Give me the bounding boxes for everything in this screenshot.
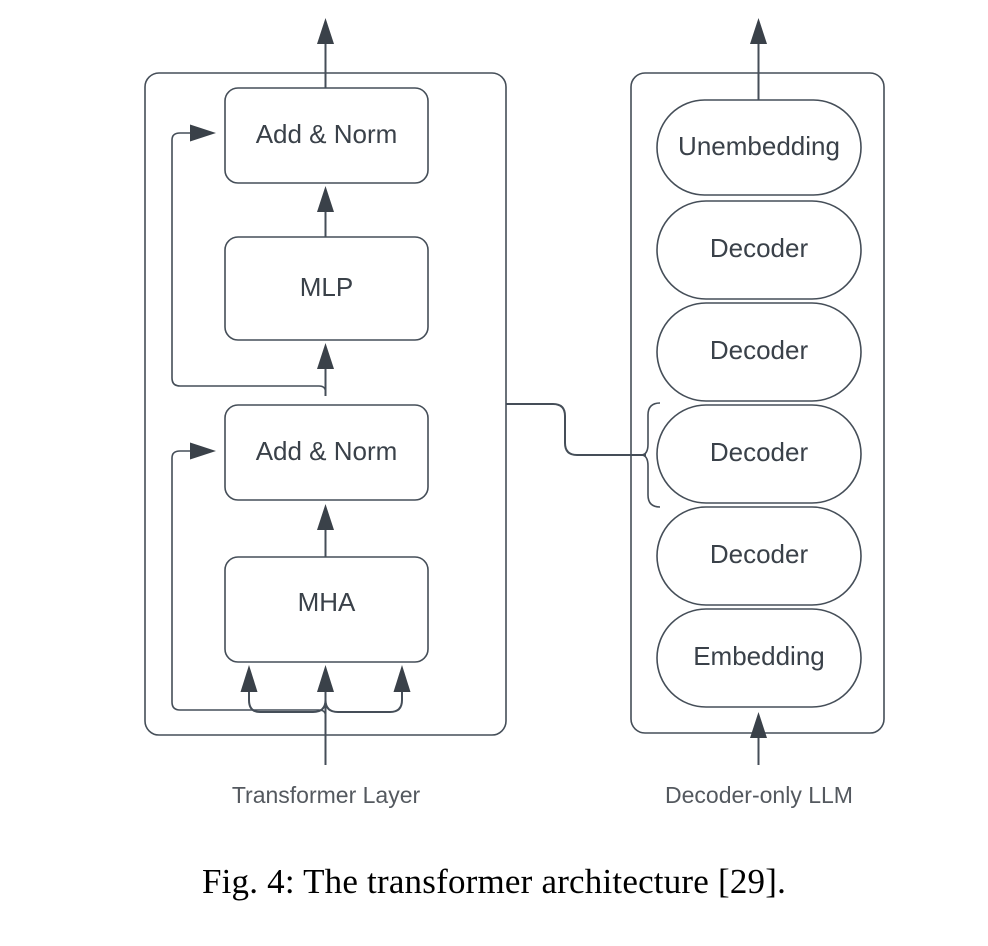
decoder-1-pill	[656, 506, 862, 606]
transformer-output-arrow	[317, 18, 334, 88]
block-embedding: Embedding	[656, 608, 862, 708]
add-norm-top-label: Add & Norm	[256, 119, 398, 149]
figure-caption: Fig. 4: The transformer architecture [29…	[201, 862, 787, 901]
decoder-only-llm-group: Unembedding Decoder Decoder Decoder Deco…	[630, 18, 885, 808]
block-decoder-2: Decoder	[656, 404, 862, 504]
residual-skip-mha	[171, 442, 327, 717]
block-decoder-1: Decoder	[656, 506, 862, 606]
add-norm-bottom-box	[224, 404, 429, 501]
block-mha: MHA	[224, 556, 429, 663]
transformer-layer-group: Add & Norm MLP	[144, 18, 507, 808]
panel-connector	[506, 402, 661, 508]
llm-output-arrow	[750, 18, 767, 100]
block-unembedding: Unembedding	[656, 99, 862, 196]
add-norm-bottom-label: Add & Norm	[256, 436, 398, 466]
decoder-2-label: Decoder	[710, 437, 809, 467]
arrow-mha-to-add-norm-bottom	[317, 504, 334, 557]
block-mlp: MLP	[224, 236, 429, 341]
arrow-add-norm-bottom-to-mlp	[317, 343, 334, 396]
transformer-layer-group-label: Transformer Layer	[232, 782, 421, 808]
block-add-norm-bottom: Add & Norm	[224, 404, 429, 501]
mha-label: MHA	[298, 587, 356, 617]
embedding-pill	[656, 608, 862, 708]
block-add-norm-top: Add & Norm	[224, 87, 429, 184]
decoder-3-label: Decoder	[710, 335, 809, 365]
decoder-3-pill	[656, 302, 862, 402]
unembedding-pill	[656, 99, 862, 196]
mha-box	[224, 556, 429, 663]
block-decoder-4: Decoder	[656, 200, 862, 300]
decoder-4-label: Decoder	[710, 233, 809, 263]
mlp-label: MLP	[300, 272, 353, 302]
arrow-mlp-to-add-norm-top	[317, 186, 334, 237]
mha-qkv-fan	[240, 665, 411, 713]
mlp-box	[224, 236, 429, 341]
block-decoder-3: Decoder	[656, 302, 862, 402]
llm-input-arrow	[750, 712, 767, 765]
embedding-label: Embedding	[693, 641, 825, 671]
decoder-4-pill	[656, 200, 862, 300]
add-norm-top-box	[224, 87, 429, 184]
decoder-only-llm-group-label: Decoder-only LLM	[665, 782, 853, 808]
decoder-2-pill	[656, 404, 862, 504]
unembedding-label: Unembedding	[678, 131, 840, 161]
brace-icon	[640, 402, 661, 508]
residual-skip-mlp	[171, 124, 327, 396]
decoder-1-label: Decoder	[710, 539, 809, 569]
